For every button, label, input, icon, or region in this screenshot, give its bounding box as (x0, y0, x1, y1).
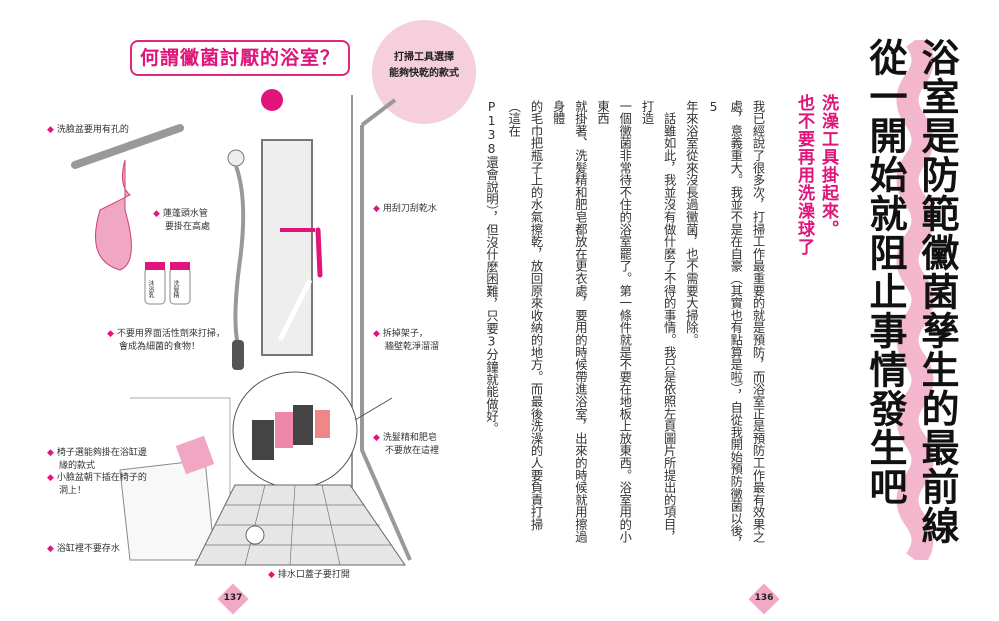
shower-hose (233, 165, 246, 346)
drain-icon (245, 525, 265, 545)
door-frame (360, 125, 412, 561)
illustration-title: 何謂黴菌討厭的浴室？ (130, 40, 350, 76)
note-shelf: ◆拆掉架子，牆壁乾淨溜溜 (373, 329, 440, 352)
bottle-label: 洗髮精 (172, 280, 179, 298)
note-detergent: ◆不要用界面活性劑來打掃，會成為細菌的食物！ (107, 329, 225, 352)
headline-line-2: 從一開始就阻止事情發生吧 (863, 38, 907, 506)
note-small-basin: ◆小臉盆朝下插在椅子的洞上！ (47, 473, 147, 496)
headline-line-1: 浴室是防範黴菌孳生的最前線 (915, 38, 959, 545)
note-squeegee: ◆用刮刀刮乾水 (373, 204, 437, 214)
page-number-right: 136 (754, 593, 774, 603)
germ-icon (261, 89, 283, 111)
tip-line: 打掃工具選擇 (394, 52, 454, 63)
bathroom-illustration (71, 89, 412, 566)
note-basin: ◆洗臉盆要用有孔的 (47, 125, 129, 135)
body-line: 一個黴菌非常待不住的浴室罷了。第一條件就是不要在地板上放東西。浴室用的小東西 (595, 100, 632, 543)
wash-basin-icon (95, 159, 132, 271)
pink-wave-stripe (896, 40, 934, 560)
body-line: 年來浴室從來沒長過黴菌，也不需要大掃除。 (684, 100, 699, 346)
body-line: 我已經說了很多次，打掃工作最重要的就是預防，而浴室正是預防工作最有效果之 (751, 100, 765, 543)
note-shampoo: ◆洗髮精和肥皂不要放在這裡 (373, 433, 440, 456)
door-frame-top (360, 98, 397, 127)
body-line: 就掛著、洗髮精和肥皂都放在更衣處，要用的時候帶進浴室，出來的時候就用擦過身體 (551, 100, 588, 543)
note-bathtub: ◆浴缸裡不要存水 (47, 544, 120, 554)
tip-line: 能夠快乾的款式 (389, 68, 459, 79)
shower-head-icon (227, 149, 245, 167)
body-text: 我已經說了很多次，打掃工作最重要的就是預防，而浴室正是預防工作最有效果之 處，意… (480, 100, 769, 550)
body-line: 的毛巾把瓶子上的水氣擦乾，放回原來收納的地方。而最後洗澡的人要負責打掃（這在 (506, 100, 543, 531)
body-line: 話雖如此，我並沒有做什麼了不得的事情。我只是依照左頁圖片所提出的項目，打造 (639, 100, 677, 543)
subheading-line-1: 洗澡工具掛起來。 (818, 94, 838, 238)
note-stool: ◆椅子選能夠掛在浴缸邊緣的款式 (47, 448, 147, 471)
mirror (261, 139, 313, 356)
subheading-line-2: 也不要再用洗澡球了 (794, 94, 814, 256)
page-number-left: 137 (223, 593, 243, 603)
bottle-label: 沐浴乳 (147, 280, 154, 298)
towel-bar (71, 124, 184, 169)
small-basin-icon (175, 435, 215, 475)
body-line: P138還會說明），但沒什麼困難，只要3分鐘就能做好。 (484, 100, 499, 435)
body-line: 處，意義重大。我並不是在自豪（其實也有點算是啦），自從我開始預防黴菌以後，5 (706, 100, 743, 549)
arrow-icon (354, 397, 393, 421)
note-shower-hose: ◆蓮蓬頭水管要掛在高處 (153, 209, 211, 232)
note-drain: ◆排水口蓋子要打開 (268, 570, 350, 580)
shower-holder (232, 340, 244, 370)
